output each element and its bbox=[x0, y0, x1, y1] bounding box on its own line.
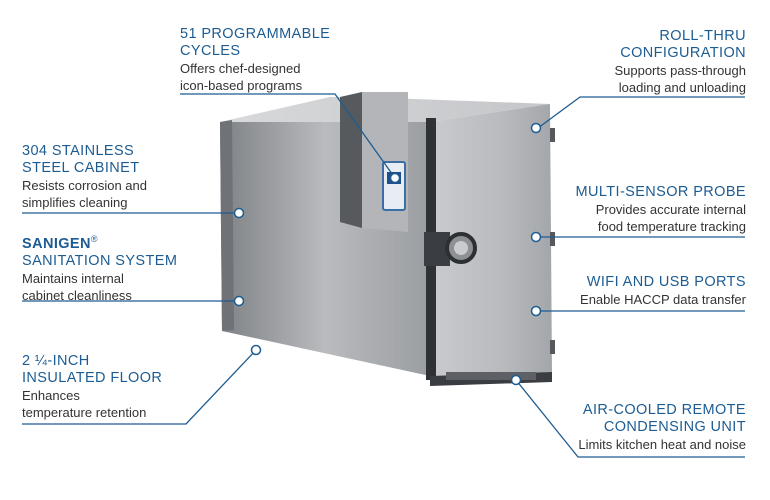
feature-stainless: 304 STAINLESS STEEL CABINET Resists corr… bbox=[22, 143, 147, 211]
feature-desc: food temperature tracking bbox=[597, 219, 746, 234]
point-stainless bbox=[233, 207, 245, 219]
feature-title: STEEL CABINET bbox=[22, 160, 140, 176]
feature-desc: Supports pass-through bbox=[614, 63, 746, 78]
registered-mark: ® bbox=[90, 234, 98, 244]
feature-desc: Resists corrosion and bbox=[22, 178, 147, 193]
feature-title: AIR-COOLED REMOTE bbox=[582, 402, 746, 418]
feature-condensing: AIR-COOLED REMOTE CONDENSING UNIT Limits… bbox=[578, 402, 746, 453]
feature-floor: 2 ¼-INCH INSULATED FLOOR Enhances temper… bbox=[22, 353, 162, 421]
cabinet-edge bbox=[220, 120, 234, 331]
feature-desc: temperature retention bbox=[22, 405, 147, 420]
point-condensing bbox=[510, 374, 522, 386]
point-cycles bbox=[389, 172, 401, 184]
feature-desc: Limits kitchen heat and noise bbox=[578, 437, 746, 452]
feature-desc: loading and unloading bbox=[618, 80, 746, 95]
control-tower-side bbox=[340, 92, 362, 228]
point-wifi bbox=[530, 305, 542, 317]
sanigen-brand: SANIGEN bbox=[22, 235, 91, 252]
feature-desc: Enable HACCP data transfer bbox=[580, 292, 746, 307]
feature-desc: Enhances bbox=[22, 388, 80, 403]
feature-desc: Provides accurate internal bbox=[595, 202, 746, 217]
feature-desc: cabinet cleanliness bbox=[22, 287, 132, 303]
feature-desc: Maintains internal bbox=[22, 270, 124, 286]
feature-title: 304 STAINLESS bbox=[22, 143, 135, 159]
point-floor bbox=[250, 344, 262, 356]
feature-title: 2 ¼-INCH bbox=[22, 353, 90, 369]
feature-title: SANIGEN® bbox=[22, 231, 177, 253]
feature-desc: icon-based programs bbox=[180, 78, 303, 93]
cabinet-front bbox=[430, 104, 552, 380]
feature-rollthru: ROLL-THRU CONFIGURATION Supports pass-th… bbox=[614, 28, 746, 96]
feature-title: SANITATION SYSTEM bbox=[22, 252, 178, 269]
feature-title: MULTI-SENSOR PROBE bbox=[575, 184, 746, 200]
feature-probe: MULTI-SENSOR PROBE Provides accurate int… bbox=[576, 184, 746, 235]
feature-desc: simplifies cleaning bbox=[22, 195, 128, 210]
point-sanigen bbox=[233, 295, 245, 307]
feature-title: CYCLES bbox=[180, 43, 241, 59]
feature-title: CONFIGURATION bbox=[620, 45, 746, 61]
feature-cycles: 51 PROGRAMMABLE CYCLES Offers chef-desig… bbox=[180, 26, 330, 94]
feature-desc: Offers chef-designed bbox=[180, 61, 301, 76]
feature-sanigen: SANIGEN® SANITATION SYSTEM Maintains int… bbox=[22, 231, 177, 304]
point-rollthru bbox=[530, 122, 542, 134]
feature-title: 51 PROGRAMMABLE bbox=[180, 26, 331, 42]
feature-title: INSULATED FLOOR bbox=[22, 370, 163, 386]
feature-wifi: WIFI AND USB PORTS Enable HACCP data tra… bbox=[580, 274, 746, 308]
feature-title: WIFI AND USB PORTS bbox=[586, 274, 746, 290]
point-probe bbox=[530, 231, 542, 243]
feature-title: ROLL-THRU bbox=[659, 28, 746, 44]
feature-title: CONDENSING UNIT bbox=[603, 419, 746, 435]
